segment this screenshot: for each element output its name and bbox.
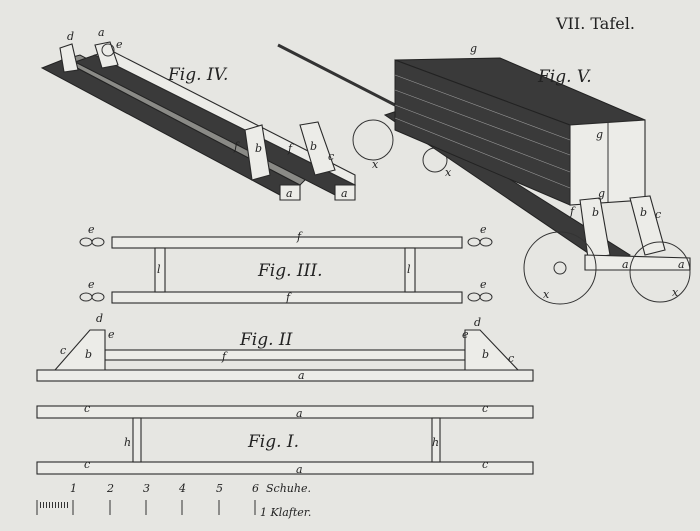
figure-label: g bbox=[596, 128, 603, 141]
figure-label: c bbox=[84, 402, 90, 415]
figure-label: e bbox=[88, 223, 95, 236]
figure-label: a bbox=[622, 258, 629, 271]
figure-label: f bbox=[296, 230, 303, 243]
figure-label: e bbox=[88, 278, 95, 291]
plate-title: VII. Tafel. bbox=[555, 14, 635, 33]
figure-label: 2 bbox=[106, 482, 114, 495]
figure-label: b bbox=[310, 140, 317, 153]
fig4-support-c bbox=[299, 121, 336, 176]
figure-label: 1 bbox=[70, 482, 77, 495]
figure-label: 6 bbox=[252, 482, 259, 495]
fig3-title: Fig. III. bbox=[257, 261, 322, 281]
figure-label: a bbox=[298, 369, 305, 382]
figure-label: f bbox=[287, 142, 294, 155]
figure-label: a bbox=[341, 187, 348, 200]
figure-label: c bbox=[508, 352, 514, 365]
figure-label: 4 bbox=[178, 482, 186, 495]
fig4-title: Fig. IV. bbox=[167, 65, 228, 85]
figure-label: a bbox=[678, 258, 685, 271]
figure-label: e bbox=[116, 38, 123, 51]
figure-label: f bbox=[569, 205, 576, 218]
figure-3: Fig. III. e e e e f f l l bbox=[79, 223, 493, 304]
figure-label: b bbox=[85, 348, 92, 361]
figure-label: a bbox=[286, 187, 293, 200]
figure-4: Fig. IV. d a e f b f b c a a bbox=[40, 26, 357, 201]
figure-label: e bbox=[108, 328, 115, 341]
figure-label: a bbox=[296, 407, 303, 420]
figure-label: a bbox=[98, 26, 105, 39]
figure-label: x bbox=[372, 158, 379, 171]
fig5-wheel-front-right bbox=[629, 241, 691, 303]
figure-label: f bbox=[233, 140, 240, 153]
figure-label: d bbox=[474, 316, 481, 329]
figure-label: c bbox=[84, 458, 90, 471]
figure-label: d bbox=[67, 30, 74, 43]
fig4-support-b bbox=[244, 124, 271, 181]
figure-label: h bbox=[432, 436, 439, 449]
figure-label: x bbox=[543, 288, 550, 301]
fig2-title: Fig. II bbox=[239, 330, 293, 350]
fig5-wheel-front-left bbox=[523, 231, 597, 305]
scale-unit-fathom: 1 Klafter. bbox=[260, 506, 311, 519]
figure-label: c bbox=[482, 458, 488, 471]
figure-2: Fig. II c b d e f a e d b c bbox=[36, 312, 534, 382]
figure-label: h bbox=[124, 436, 131, 449]
figure-label: l bbox=[157, 263, 161, 276]
figure-label: b bbox=[482, 348, 489, 361]
figure-1: Fig. I. c c c c a a h h bbox=[36, 402, 534, 476]
figure-label: f bbox=[285, 291, 292, 304]
figure-label: e bbox=[462, 328, 469, 341]
figure-label: x bbox=[672, 286, 679, 299]
figure-label: 5 bbox=[216, 482, 223, 495]
figure-label: e bbox=[480, 223, 487, 236]
figure-label: b bbox=[255, 142, 262, 155]
figure-label: b bbox=[640, 206, 647, 219]
figure-label: g bbox=[470, 42, 477, 55]
figure-label: c bbox=[482, 402, 488, 415]
figure-label: e bbox=[480, 278, 487, 291]
figure-label: l bbox=[407, 263, 411, 276]
scale-bar: 1 2 3 4 5 6 Schuhe. 1 Klafter. bbox=[36, 482, 311, 519]
figure-5: Fig. V. g g g f b b c a a x x x x bbox=[277, 42, 691, 305]
figure-label: c bbox=[655, 208, 661, 221]
figure-label: g bbox=[598, 187, 605, 200]
figure-label: c bbox=[60, 344, 66, 357]
fig5-wheel-back-left bbox=[352, 119, 394, 161]
figure-label: d bbox=[96, 312, 103, 325]
figure-label: x bbox=[445, 166, 452, 179]
figure-label: c bbox=[328, 150, 334, 163]
figure-label: a bbox=[296, 463, 303, 476]
figure-label: b bbox=[592, 206, 599, 219]
figure-label: f bbox=[221, 350, 228, 363]
fig5-title: Fig. V. bbox=[537, 67, 592, 87]
fig1-title: Fig. I. bbox=[247, 432, 299, 452]
scale-unit-feet: Schuhe. bbox=[266, 482, 311, 495]
figure-label: 3 bbox=[143, 482, 150, 495]
